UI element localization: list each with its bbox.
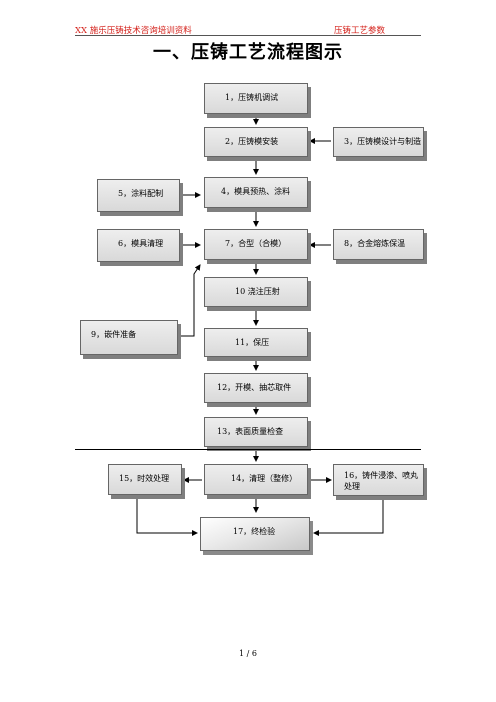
step-3-box: 3，压铸模设计与制造 xyxy=(333,127,424,157)
step-12-box: 12，开模、抽芯取件 xyxy=(204,373,308,403)
section-divider xyxy=(75,449,421,450)
step-17-box: 17，终检验 xyxy=(200,517,310,551)
step-4-box: 4，模具预热、涂料 xyxy=(204,177,308,208)
arrow-16-to-17 xyxy=(313,498,384,536)
step-9-box: 9，嵌件准备 xyxy=(80,320,178,355)
step-1-box: 1，压铸机调试 xyxy=(204,83,308,114)
header-rule xyxy=(75,35,421,36)
step-16-box: 16，铸件浸渗、喷丸处理 xyxy=(333,464,424,496)
step-5-box: 5，涂料配制 xyxy=(97,179,180,212)
header-left-text: XX 施乐压铸技术咨询培训资料 xyxy=(75,26,192,36)
arrow-15-to-17 xyxy=(136,496,198,536)
step-11-box: 11，保压 xyxy=(204,328,308,357)
page-number: 1 / 6 xyxy=(239,649,257,658)
step-15-box: 15，时效处理 xyxy=(108,464,182,495)
step-13-box: 13，表面质量检查 xyxy=(204,417,308,447)
step-2-box: 2，压铸模安装 xyxy=(204,127,308,157)
page-title: 一、压铸工艺流程图示 xyxy=(153,42,343,63)
step-14-box: 14，清理（整修） xyxy=(204,464,308,495)
step-8-box: 8，合金熔炼保温 xyxy=(333,229,424,260)
step-10-box: 10 浇注压射 xyxy=(204,277,308,307)
header-right-text: 压铸工艺参数 xyxy=(334,26,386,36)
arrow-9-to-7 xyxy=(180,264,201,337)
step-6-box: 6，模具清理 xyxy=(97,229,180,262)
step-7-box: 7，合型（合模） xyxy=(204,229,308,260)
